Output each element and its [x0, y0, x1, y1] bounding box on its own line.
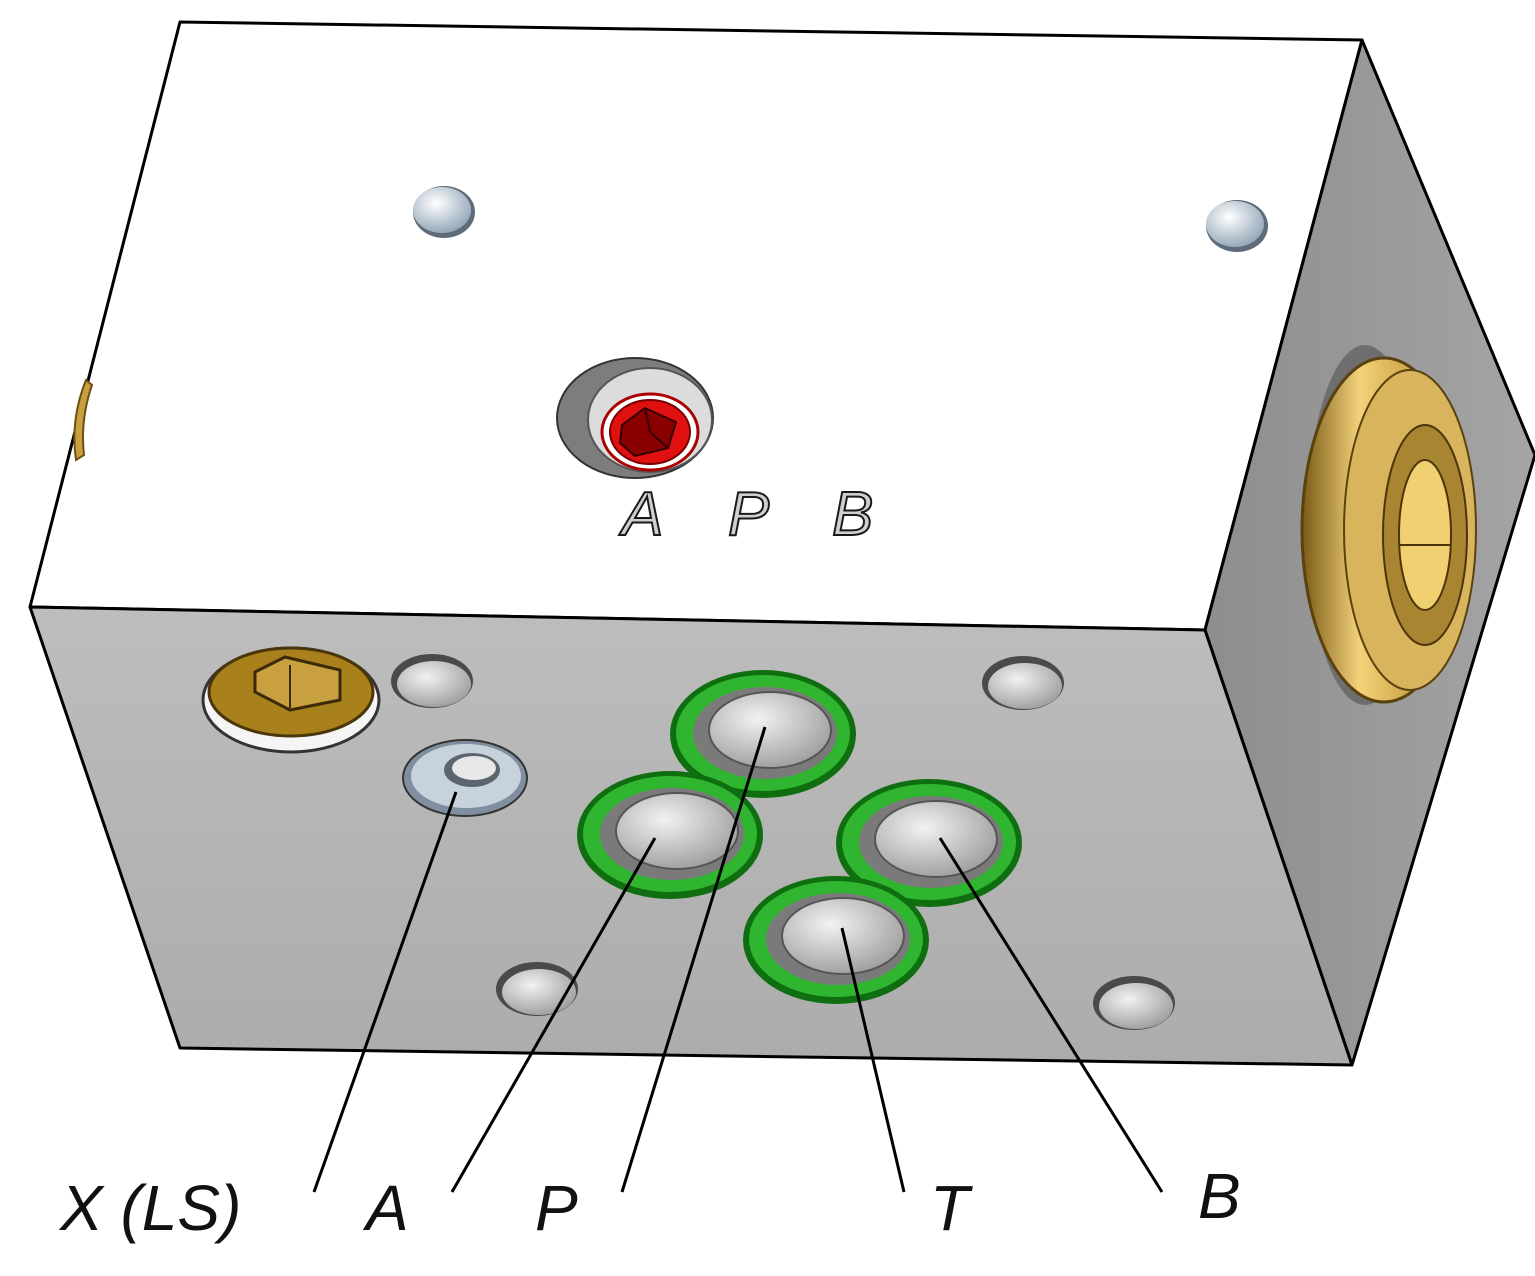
- bolt-top-left-icon: [413, 186, 475, 238]
- red-plug-icon: [556, 357, 714, 479]
- front-brass-plug-icon: [201, 646, 381, 754]
- leader-line-x-ls: [312, 791, 458, 1193]
- side-brass-plug-icon: [1300, 345, 1477, 705]
- leader-line-t: [840, 927, 906, 1193]
- engraved-label-b: B: [832, 480, 873, 549]
- port-a-icon: [577, 771, 763, 899]
- bolt-top-right-icon: [1206, 200, 1268, 252]
- mounting-hole-4-icon: [1093, 976, 1175, 1030]
- callout-label-p: P: [535, 1172, 578, 1244]
- mounting-hole-1-icon: [391, 654, 473, 708]
- callout-label-b: B: [1198, 1160, 1241, 1232]
- block-top-face: [28, 20, 1364, 632]
- port-b-icon: [836, 779, 1022, 907]
- leader-line-b: [938, 837, 1164, 1193]
- callout-label-t: T: [930, 1172, 973, 1244]
- mounting-hole-3-icon: [496, 962, 578, 1016]
- port-x-ls-icon: [402, 739, 528, 817]
- engraved-label-p: P: [728, 480, 769, 549]
- callout-label-a: A: [362, 1172, 409, 1244]
- mounting-hole-2-icon: [982, 656, 1064, 710]
- engraved-label-a: A: [618, 480, 663, 549]
- leader-line-p: [620, 726, 767, 1193]
- left-edge-plug-icon: [73, 378, 94, 462]
- callout-label-x-ls: X (LS): [58, 1172, 241, 1244]
- port-t-icon: [743, 876, 929, 1004]
- leader-line-a: [450, 837, 657, 1193]
